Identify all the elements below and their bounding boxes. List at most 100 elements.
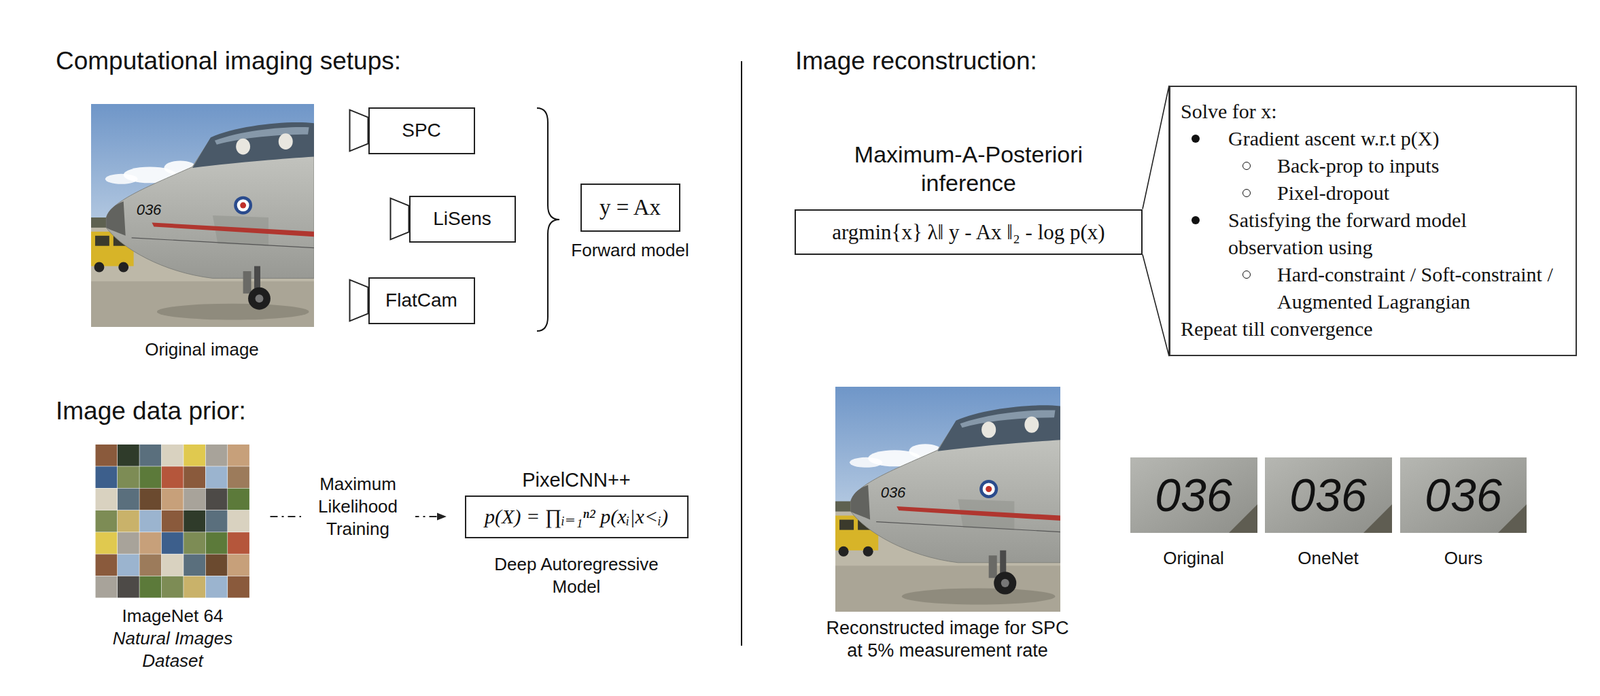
original-photo [91, 103, 315, 327]
mosaic-tile [205, 444, 228, 467]
mosaic-tile [227, 444, 250, 467]
camera-lens [350, 280, 369, 322]
mosaic-tile [139, 532, 162, 554]
node-caption: Maximum-A-Posteriori inference [825, 140, 1112, 198]
crop-image [1400, 457, 1527, 533]
node-caption: PixelCNN++ [522, 468, 631, 492]
camera-lens [350, 110, 369, 152]
mosaic-tile [161, 532, 184, 554]
crop-number: 036 [1289, 471, 1367, 518]
mosaic-tile [183, 444, 206, 467]
mosaic-tile [227, 488, 250, 511]
bullet-item: Back-prop to inputs [1277, 152, 1567, 180]
crop-caption: OneNet [1297, 547, 1359, 569]
camera-box: LiSens [409, 195, 516, 243]
figure-caption: Reconstructed image for SPC at 5% measur… [816, 617, 1079, 663]
reconstructed-photo [835, 386, 1061, 612]
crop-shade [1363, 504, 1393, 533]
node-text: argmin{x} λ‖ y - Ax ‖₂ - log p(x) [831, 219, 1105, 245]
mosaic-tile [139, 444, 162, 467]
crop-number: 036 [1154, 471, 1232, 518]
mosaic-tile [95, 466, 118, 489]
bullet-dot [1191, 216, 1200, 225]
mosaic-tile [183, 466, 206, 489]
crop-shade [1228, 504, 1258, 533]
mosaic-tile [205, 466, 228, 489]
mosaic-tile [139, 488, 162, 511]
mosaic-tile [117, 444, 140, 467]
crop-image [1264, 457, 1393, 533]
curly-brace [536, 108, 560, 332]
solver-callout: Solve for x:Gradient ascent w.r.t p(X)Ba… [1169, 85, 1577, 357]
node-caption: Natural Images Dataset [97, 627, 248, 673]
bullet-circle [1242, 188, 1251, 198]
mosaic-tile [227, 576, 250, 599]
node-caption: ImageNet 64 [122, 604, 224, 628]
mosaic-tile [205, 576, 228, 599]
divider-line [740, 61, 743, 646]
mosaic-tile [205, 532, 228, 554]
bullet-item: Pixel-dropout [1277, 179, 1567, 207]
callout-text: Repeat till convergence [1180, 315, 1567, 343]
edge-label: Maximum Likelihood Training [301, 471, 416, 542]
mosaic-tile [117, 466, 140, 489]
node-text: FlatCam [385, 288, 458, 312]
mosaic-tile [139, 576, 162, 599]
mosaic-tile [183, 488, 206, 511]
aircraft-number: 036 [880, 483, 907, 502]
mosaic-tile [139, 553, 162, 576]
node-text: SPC [401, 118, 442, 143]
crop-group [1130, 457, 1527, 533]
mosaic-tile [95, 488, 118, 511]
mosaic-tile [183, 532, 206, 554]
mosaic-tile [161, 553, 184, 576]
mosaic-tile [183, 510, 206, 533]
section-heading: Image reconstruction: [795, 46, 1038, 77]
dataset-mosaic [95, 444, 250, 598]
connector-layer [270, 85, 1170, 517]
mosaic-tile [95, 444, 118, 467]
node-text: LiSens [432, 207, 492, 231]
camera-box: SPC [368, 107, 476, 155]
mosaic-tile [227, 510, 250, 533]
model-box: PixelCNN++p(X) = ∏ᵢ₌₁ⁿ² p(xᵢ|x<ᵢ)Deep Au… [464, 495, 689, 539]
mosaic-tile [205, 510, 228, 533]
node-text: p(X) = ∏ᵢ₌₁ⁿ² p(xᵢ|x<ᵢ) [484, 504, 669, 529]
node-text: y = Ax [599, 193, 661, 221]
mosaic-tile [161, 444, 184, 467]
crop-image [1130, 457, 1258, 533]
mosaic-tile [117, 510, 140, 533]
mosaic-tile [117, 576, 140, 599]
mosaic-tile [227, 466, 250, 489]
mosaic-tile [183, 576, 206, 599]
bullet-item: Gradient ascent w.r.t p(X) [1228, 125, 1567, 153]
section-heading: Image data prior: [55, 396, 247, 427]
objective-box: Maximum-A-Posteriori inferenceargmin{x} … [794, 209, 1143, 255]
crop-number: 036 [1424, 471, 1502, 518]
equation-box: y = AxForward model [580, 183, 681, 232]
mosaic-tile [161, 488, 184, 511]
mosaic-tile [161, 576, 184, 599]
mosaic-tile [205, 553, 228, 576]
bullet-dot [1191, 134, 1200, 143]
mosaic-tile [161, 466, 184, 489]
crop-shade [1498, 504, 1527, 533]
dataset-figure: ImageNet 64Natural Images Dataset [95, 444, 251, 599]
aircraft-number: 036 [136, 201, 162, 219]
bullet-item: Satisfying the forward model observation… [1228, 206, 1567, 262]
mosaic-tile [117, 532, 140, 554]
mosaic-tile [139, 510, 162, 533]
bullet-circle [1242, 161, 1251, 170]
crop-caption: Original [1162, 547, 1225, 569]
mosaic-tile [95, 510, 118, 533]
bullet-circle [1242, 270, 1251, 279]
mosaic-tile [205, 488, 228, 511]
mosaic-tile [183, 553, 206, 576]
figure-caption: Original image [144, 339, 259, 361]
mosaic-tile [227, 532, 250, 554]
mosaic-tile [117, 553, 140, 576]
mosaic-tile [227, 553, 250, 576]
mosaic-tile [161, 510, 184, 533]
mosaic-tile [117, 488, 140, 511]
